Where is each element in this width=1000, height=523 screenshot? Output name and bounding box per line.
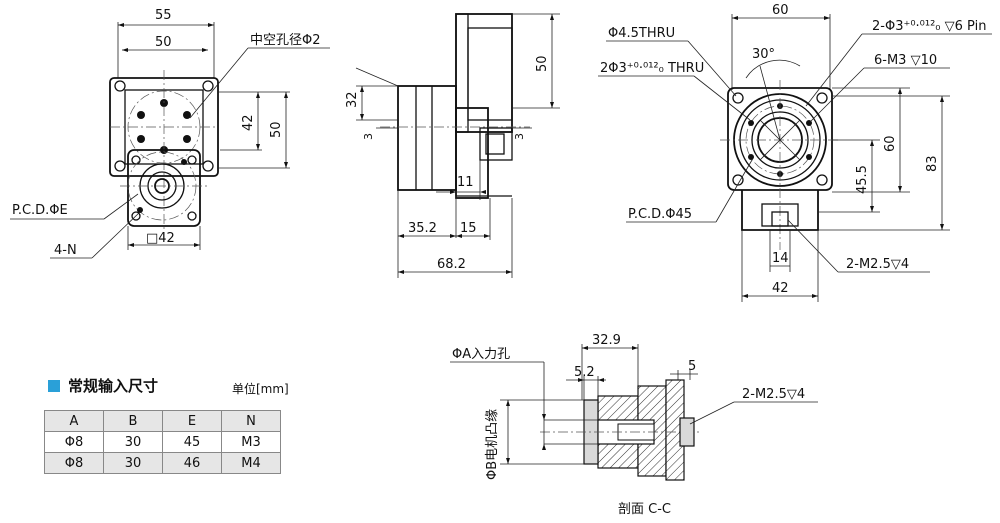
section-m25-label: 2-M2.5▽4 xyxy=(742,387,805,402)
right-view: 60 30° Φ4.5THRU 2Φ3 xyxy=(598,3,992,302)
side-dim-32: 32 xyxy=(345,91,360,108)
side-dim-3-left: 3 xyxy=(362,133,375,140)
right-dim-83: 83 xyxy=(925,155,940,172)
header-e: E xyxy=(162,410,222,432)
table-cell: 46 xyxy=(162,452,222,474)
input-hole-label: ΦA入力孔 xyxy=(452,347,510,362)
table-cell: Φ8 xyxy=(44,431,104,453)
dim-55: 55 xyxy=(155,8,172,23)
side-dim-50: 50 xyxy=(535,55,550,72)
hollow-bore-label: 中空孔径Φ2 xyxy=(250,33,321,48)
header-a: A xyxy=(44,410,104,432)
title-marker-icon xyxy=(48,379,60,392)
dim-42-right: 42 xyxy=(241,114,256,131)
holes-4n-label: 4-N xyxy=(54,243,77,258)
table-cell: M4 xyxy=(221,452,281,474)
motor-flange-label: ΦB电机凸缘 xyxy=(485,409,500,480)
spec-table-title: 常规输入尺寸 xyxy=(48,375,158,396)
side-dim-11: 11 xyxy=(457,175,474,190)
pin-thru-label: 2Φ3⁺⁰·⁰¹²₀ THRU xyxy=(600,61,704,76)
m3-label: 6-M3 ▽10 xyxy=(874,53,937,68)
table-row: Φ8 30 45 M3 xyxy=(44,431,281,453)
right-dim-14: 14 xyxy=(772,251,789,266)
spec-table-title-text: 常规输入尺寸 xyxy=(68,377,159,395)
table-header-row: A B E N xyxy=(44,410,281,432)
table-cell: M3 xyxy=(221,431,281,453)
table-cell: 45 xyxy=(162,431,222,453)
header-n: N xyxy=(221,410,281,432)
section-caption: 剖面 C-C xyxy=(618,502,671,517)
header-b: B xyxy=(103,410,163,432)
spec-table-unit: 单位[mm] xyxy=(232,382,289,396)
side-view: 50 32 3 3 11 35.2 15 6 xyxy=(345,13,560,278)
side-dim-15: 15 xyxy=(460,221,477,236)
right-dim-42: 42 xyxy=(772,281,789,296)
pcd-e-label: P.C.D.ΦE xyxy=(12,203,68,218)
side-dim-3-right: 3 xyxy=(513,133,526,140)
pin-6-label: 2-Φ3⁺⁰·⁰¹²₀ ▽6 Pin xyxy=(872,19,986,34)
dim-50-top: 50 xyxy=(155,35,172,50)
dim-square-42: □42 xyxy=(146,231,175,246)
table-cell: 30 xyxy=(103,431,163,453)
right-dim-45-5: 45.5 xyxy=(855,165,870,194)
side-dim-35-2: 35.2 xyxy=(408,221,437,236)
section-dim-5: 5 xyxy=(688,359,696,374)
section-dim-5-2: 5.2 xyxy=(574,365,595,380)
angle-30: 30° xyxy=(752,47,775,62)
section-dim-32-9: 32.9 xyxy=(592,333,621,348)
right-m25-label: 2-M2.5▽4 xyxy=(846,257,909,272)
thru-4-5-label: Φ4.5THRU xyxy=(608,26,675,41)
table-row: Φ8 30 46 M4 xyxy=(44,452,281,474)
section-view: 32.9 5.2 5 2-M2.5▽4 ΦA入力孔 xyxy=(450,333,818,517)
side-dim-68-2: 68.2 xyxy=(437,257,466,272)
table-cell: Φ8 xyxy=(44,452,104,474)
table-cell: 30 xyxy=(103,452,163,474)
right-dim-60-top: 60 xyxy=(772,3,789,18)
spec-table: A B E N Φ8 30 45 M3 Φ8 30 46 M4 xyxy=(44,410,281,474)
dim-50-right: 50 xyxy=(269,121,284,138)
right-dim-60: 60 xyxy=(883,135,898,152)
left-view: 55 50 xyxy=(10,8,330,259)
pcd-45-label: P.C.D.Φ45 xyxy=(628,207,692,222)
